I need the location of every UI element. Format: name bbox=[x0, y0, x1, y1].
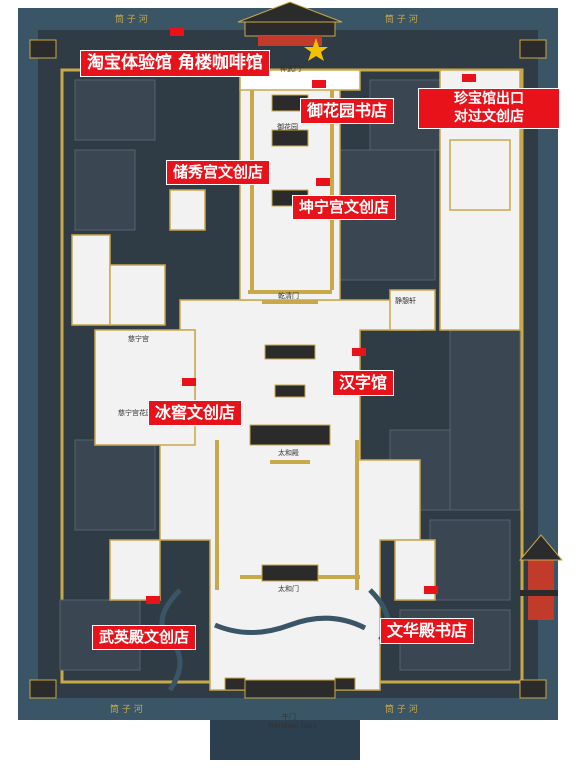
label-zhenbaoguan-text: 珍宝馆出口 对过文创店 bbox=[454, 91, 524, 125]
hall-taihemen: 太和门 bbox=[278, 585, 299, 593]
marker-yuhuayuan bbox=[312, 80, 326, 88]
label-bingjiao-shop[interactable]: 冰窖文创店 bbox=[148, 400, 243, 426]
label-kunninggong-shop[interactable]: 坤宁宫文创店 bbox=[292, 195, 397, 220]
hall-wumen: 午门 bbox=[282, 713, 296, 721]
courtyards bbox=[71, 69, 521, 691]
shenwumen-gate-icon bbox=[237, 1, 343, 46]
marker-bingjiao bbox=[182, 378, 196, 386]
donghuamen-gate-icon bbox=[518, 534, 564, 620]
label-hanziguan[interactable]: 汉字馆 bbox=[332, 370, 395, 396]
moat-label-bottom-right: 筒 子 河 bbox=[385, 705, 418, 715]
hall-wumen-en: Meridian Gate bbox=[268, 722, 318, 730]
marker-taobao bbox=[170, 28, 184, 36]
label-taobao-cafe[interactable]: 淘宝体验馆 角楼咖啡馆 bbox=[80, 50, 270, 78]
hall-jingrenfang: 静憩轩 bbox=[395, 297, 416, 305]
inner-golden-water-river bbox=[214, 615, 367, 635]
hall-cininggong: 慈宁宫 bbox=[128, 335, 149, 343]
label-zhenbaoguan-shop[interactable]: 珍宝馆出口 对过文创店 bbox=[418, 88, 560, 129]
marker-wuying bbox=[146, 596, 160, 604]
marker-kunning bbox=[316, 178, 330, 186]
moat-label-bottom-left: 筒 子 河 bbox=[110, 705, 143, 715]
moat-label-top-left: 筒 子 河 bbox=[115, 15, 148, 25]
marker-zhenbaoguan bbox=[462, 74, 476, 82]
label-wenhuadian-bookstore[interactable]: 文华殿书店 bbox=[380, 618, 475, 644]
moat-label-top-right: 筒 子 河 bbox=[385, 15, 418, 25]
corner-tower-icons bbox=[29, 39, 547, 699]
marker-wenhua bbox=[424, 586, 438, 594]
entrance-star-icon bbox=[304, 38, 328, 61]
hall-qianqingmen: 乾清门 bbox=[278, 292, 299, 300]
marker-hanzi bbox=[352, 348, 366, 356]
hall-yuhuayuan: 御花园 bbox=[277, 123, 298, 131]
bottom-strip bbox=[210, 720, 360, 760]
hall-cininggong-garden: 慈宁宫花园 bbox=[118, 409, 153, 417]
hall-taihedian: 太和殿 bbox=[278, 449, 299, 457]
courtyard-blocks bbox=[59, 79, 521, 671]
hall-roofs bbox=[224, 94, 356, 699]
label-yuhuayuan-bookstore[interactable]: 御花园书店 bbox=[300, 98, 395, 124]
hall-shenwumen: 神武门 bbox=[280, 65, 301, 73]
label-chuxiugong-shop[interactable]: 储秀宫文创店 bbox=[166, 160, 271, 185]
label-wuyingdian-shop[interactable]: 武英殿文创店 bbox=[92, 625, 197, 650]
